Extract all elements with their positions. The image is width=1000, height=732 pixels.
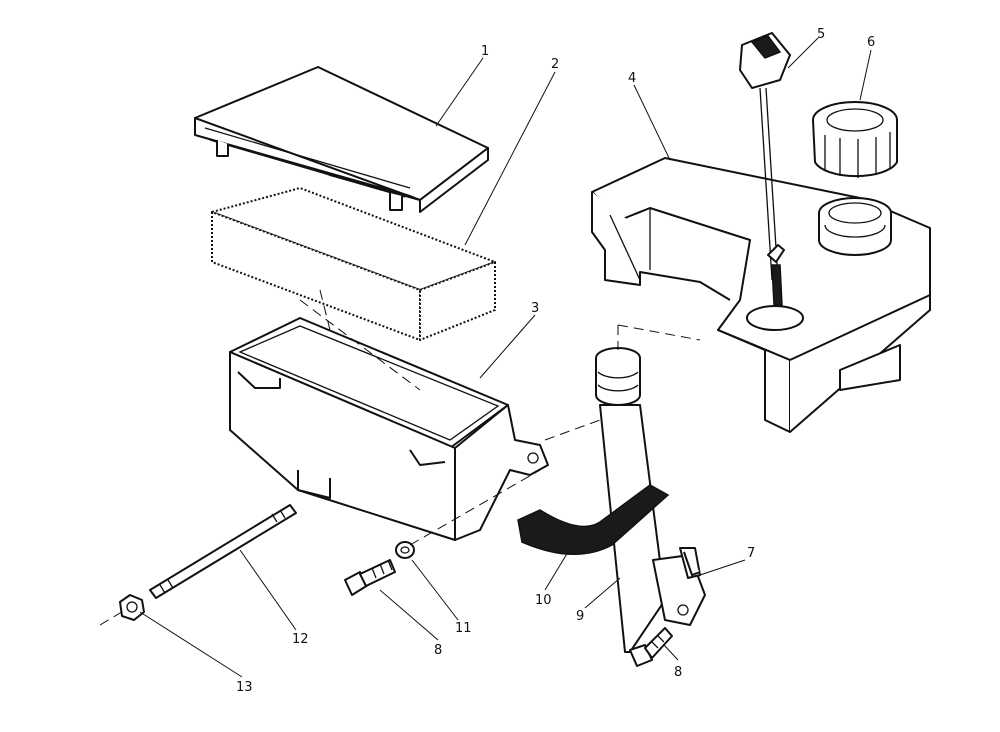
callout-2: 2 (551, 57, 559, 72)
fill-tube (595, 347, 706, 653)
washer (395, 541, 415, 559)
callout-4: 4 (628, 71, 636, 86)
nut (119, 594, 145, 621)
bolt-right (629, 627, 673, 667)
callout-12: 12 (292, 632, 309, 647)
callout-labels: 1 2 3 4 5 6 7 8 8 9 10 11 12 13 (236, 27, 875, 695)
callout-5: 5 (817, 27, 825, 42)
foam-element (211, 187, 496, 341)
air-cleaner-cover (194, 66, 489, 213)
bolt-left (344, 559, 396, 596)
callout-1: 1 (481, 44, 489, 59)
callout-10: 10 (535, 593, 552, 608)
callout-11: 11 (455, 621, 472, 636)
long-stud (149, 504, 297, 599)
callout-9: 9 (576, 609, 584, 624)
hose (517, 484, 670, 555)
assembly-lines (99, 289, 701, 626)
callout-7: 7 (747, 546, 755, 561)
bracket-tab (683, 551, 701, 576)
callout-3: 3 (531, 301, 539, 316)
callout-8-right: 8 (674, 665, 682, 680)
leader-lines (139, 37, 872, 678)
dipstick (739, 32, 791, 306)
callout-6: 6 (867, 35, 875, 50)
callout-13: 13 (236, 680, 253, 695)
tank-filler-neck (818, 197, 892, 256)
air-cleaner-body (229, 317, 549, 541)
callout-8-left: 8 (434, 643, 442, 658)
fuel-tank (591, 157, 931, 433)
fuel-cap (812, 101, 898, 178)
